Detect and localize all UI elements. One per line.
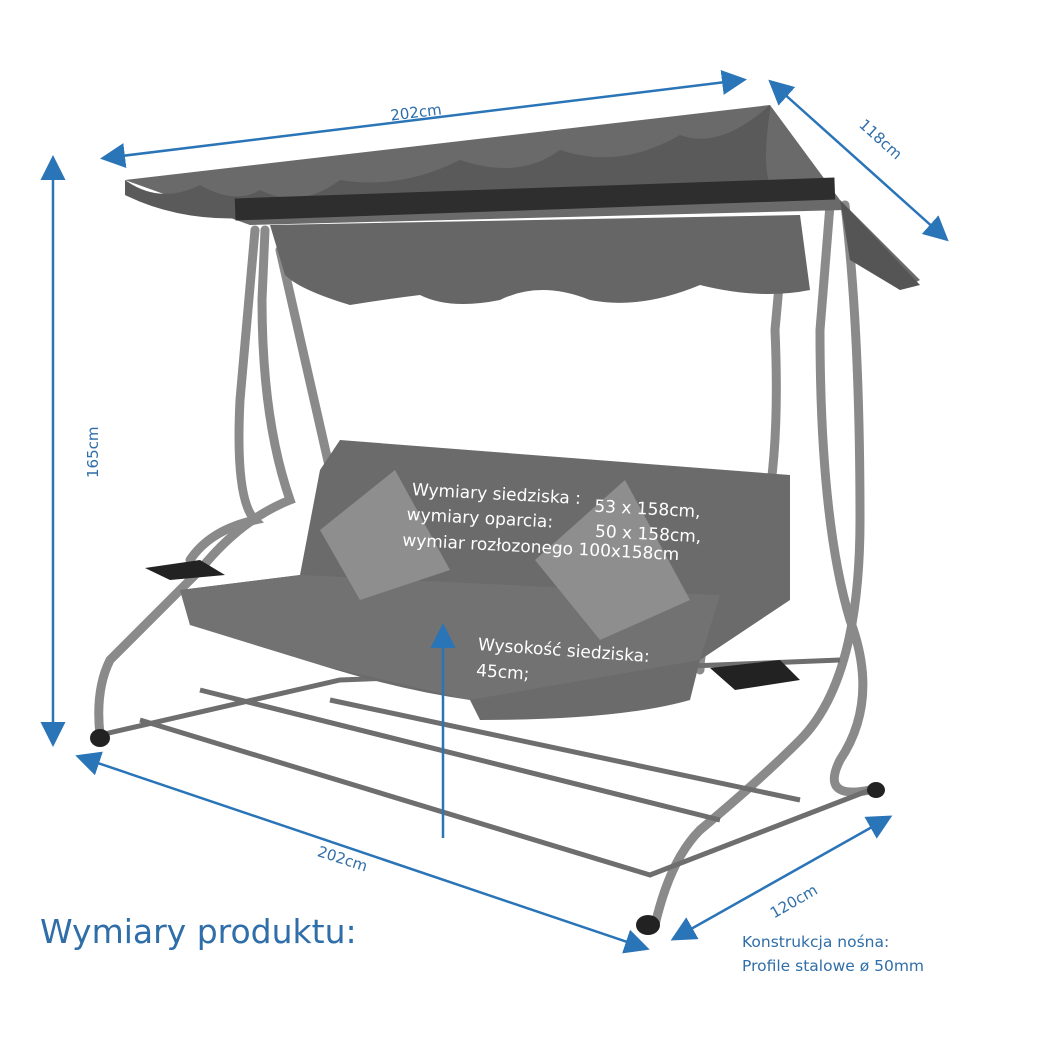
canopy-width-label: 202cm [389, 100, 442, 124]
base-width-arrow [75, 751, 650, 954]
canopy [125, 105, 920, 305]
pillow-right [535, 480, 690, 640]
construction-line-1: Konstrukcja nośna: [742, 933, 890, 951]
construction-info: Konstrukcja nośna: Profile stalowe ø 50m… [742, 930, 924, 978]
left-armrest-tray [145, 560, 225, 580]
height-label: 165cm [84, 427, 102, 479]
base-width-label: 202cm [315, 842, 370, 875]
base-depth-arrow [670, 815, 893, 941]
pillow-left [320, 470, 450, 600]
svg-text:45cm;: 45cm; [475, 661, 530, 685]
base-depth-label: 120cm [767, 881, 821, 922]
canopy-width-arrow [100, 70, 747, 168]
right-armrest-tray [710, 660, 800, 690]
construction-line-2: Profile stalowe ø 50mm [742, 957, 925, 975]
product-dimensions-title: Wymiary produktu: [40, 912, 357, 951]
canopy-depth-label: 118cm [855, 115, 905, 163]
canopy-depth-arrow [768, 79, 949, 242]
